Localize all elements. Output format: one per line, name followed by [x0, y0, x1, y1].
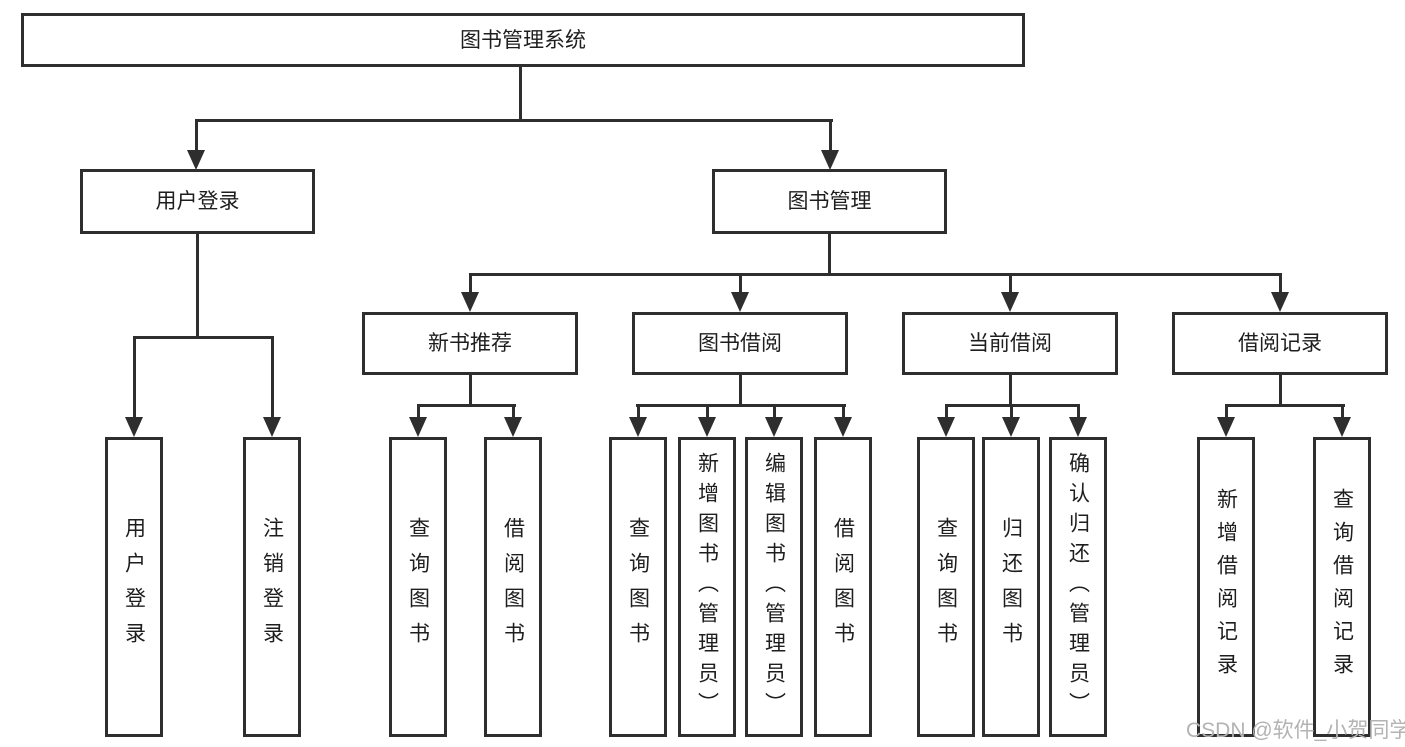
leaf-confirm-return-admin: 确认归还（管理员）: [1049, 437, 1107, 737]
leaf-recommend-query-book-label: 查询图书: [406, 517, 430, 657]
node-book-borrow: 图书借阅: [632, 312, 848, 375]
leaf-return-book: 归还图书: [982, 437, 1040, 737]
connector-line: [1010, 404, 1013, 420]
leaf-logout: 注销登录: [243, 437, 301, 737]
arrow-down-icon: [263, 417, 281, 437]
arrow-down-icon: [1002, 417, 1020, 437]
leaf-recommend-query-book: 查询图书: [389, 437, 447, 737]
leaf-return-book-label: 归还图书: [999, 517, 1023, 657]
arrow-down-icon: [1333, 417, 1351, 437]
connector-line: [1077, 404, 1080, 420]
connector-line: [945, 404, 948, 420]
connector-line: [829, 119, 832, 153]
node-current-borrow-label: 当前借阅: [968, 332, 1052, 355]
connector-line: [512, 404, 515, 420]
connector-line: [739, 273, 742, 295]
connector-line: [469, 375, 472, 407]
connector-line: [773, 404, 776, 420]
leaf-recommend-borrow-book: 借阅图书: [484, 437, 542, 737]
connector-line: [1341, 404, 1344, 420]
leaf-current-query-book-label: 查询图书: [934, 517, 958, 657]
leaf-add-borrow-record-label: 新增借阅记录: [1214, 488, 1238, 686]
node-new-book-recommend-label: 新书推荐: [428, 332, 512, 355]
connector-line: [1009, 273, 1012, 295]
connector-line: [1225, 404, 1345, 407]
leaf-query-borrow-record-label: 查询借阅记录: [1330, 488, 1354, 686]
arrow-down-icon: [1001, 292, 1019, 312]
node-current-borrow: 当前借阅: [902, 312, 1118, 375]
arrow-down-icon: [1217, 417, 1235, 437]
arrow-down-icon: [821, 150, 839, 170]
connector-line: [195, 119, 198, 153]
node-root-label: 图书管理系统: [460, 28, 586, 52]
leaf-add-borrow-record: 新增借阅记录: [1197, 437, 1255, 737]
leaf-edit-book-admin: 编辑图书（管理员）: [745, 437, 803, 737]
connector-line: [195, 119, 833, 122]
leaf-add-book-admin: 新增图书（管理员）: [678, 437, 736, 737]
connector-line: [417, 404, 420, 420]
leaf-current-query-book: 查询图书: [917, 437, 975, 737]
connector-line: [739, 375, 742, 407]
node-borrow-records: 借阅记录: [1172, 312, 1388, 375]
leaf-borrow-book: 借阅图书: [814, 437, 872, 737]
leaf-add-book-admin-label: 新增图书（管理员）: [695, 452, 719, 722]
leaf-confirm-return-admin-label: 确认归还（管理员）: [1066, 452, 1090, 722]
leaf-borrow-book-label: 借阅图书: [831, 517, 855, 657]
node-book-management-label: 图书管理: [787, 190, 872, 213]
connector-line: [133, 336, 136, 420]
connector-line: [133, 336, 274, 339]
node-root-system: 图书管理系统: [21, 13, 1025, 67]
connector-line: [636, 404, 846, 407]
arrow-down-icon: [1271, 292, 1289, 312]
leaf-recommend-borrow-book-label: 借阅图书: [501, 517, 525, 657]
arrow-down-icon: [1069, 417, 1087, 437]
connector-line: [469, 273, 1282, 276]
connector-line: [469, 273, 472, 295]
csdn-watermark: CSDN @软件_小贺同学: [1186, 719, 1405, 742]
arrow-down-icon: [698, 417, 716, 437]
node-borrow-records-label: 借阅记录: [1238, 332, 1322, 355]
node-book-borrow-label: 图书借阅: [698, 332, 782, 355]
connector-line: [1009, 375, 1012, 407]
leaf-query-borrow-record: 查询借阅记录: [1313, 437, 1371, 737]
leaf-edit-book-admin-label: 编辑图书（管理员）: [762, 452, 786, 722]
node-user-login-label: 用户登录: [155, 190, 240, 213]
arrow-down-icon: [765, 417, 783, 437]
arrow-down-icon: [504, 417, 522, 437]
connector-line: [1225, 404, 1228, 420]
leaf-user-login-label: 用户登录: [122, 517, 146, 657]
node-user-login: 用户登录: [80, 169, 315, 234]
connector-line: [519, 67, 522, 122]
arrow-down-icon: [125, 417, 143, 437]
connector-line: [706, 404, 709, 420]
arrow-down-icon: [731, 292, 749, 312]
arrow-down-icon: [187, 150, 205, 170]
arrow-down-icon: [834, 417, 852, 437]
connector-line: [1279, 375, 1282, 407]
leaf-borrow-query-book-label: 查询图书: [626, 517, 650, 657]
node-new-book-recommend: 新书推荐: [362, 312, 578, 375]
leaf-borrow-query-book: 查询图书: [609, 437, 667, 737]
connector-line: [842, 404, 845, 420]
arrow-down-icon: [629, 417, 647, 437]
connector-line: [271, 336, 274, 420]
connector-line: [417, 404, 516, 407]
node-book-management: 图书管理: [712, 169, 947, 234]
connector-line: [637, 404, 640, 420]
arrow-down-icon: [409, 417, 427, 437]
arrow-down-icon: [937, 417, 955, 437]
connector-line: [828, 234, 831, 276]
leaf-user-login: 用户登录: [105, 437, 163, 737]
arrow-down-icon: [461, 292, 479, 312]
connector-line: [1279, 273, 1282, 295]
leaf-logout-label: 注销登录: [260, 517, 284, 657]
connector-line: [196, 234, 199, 339]
